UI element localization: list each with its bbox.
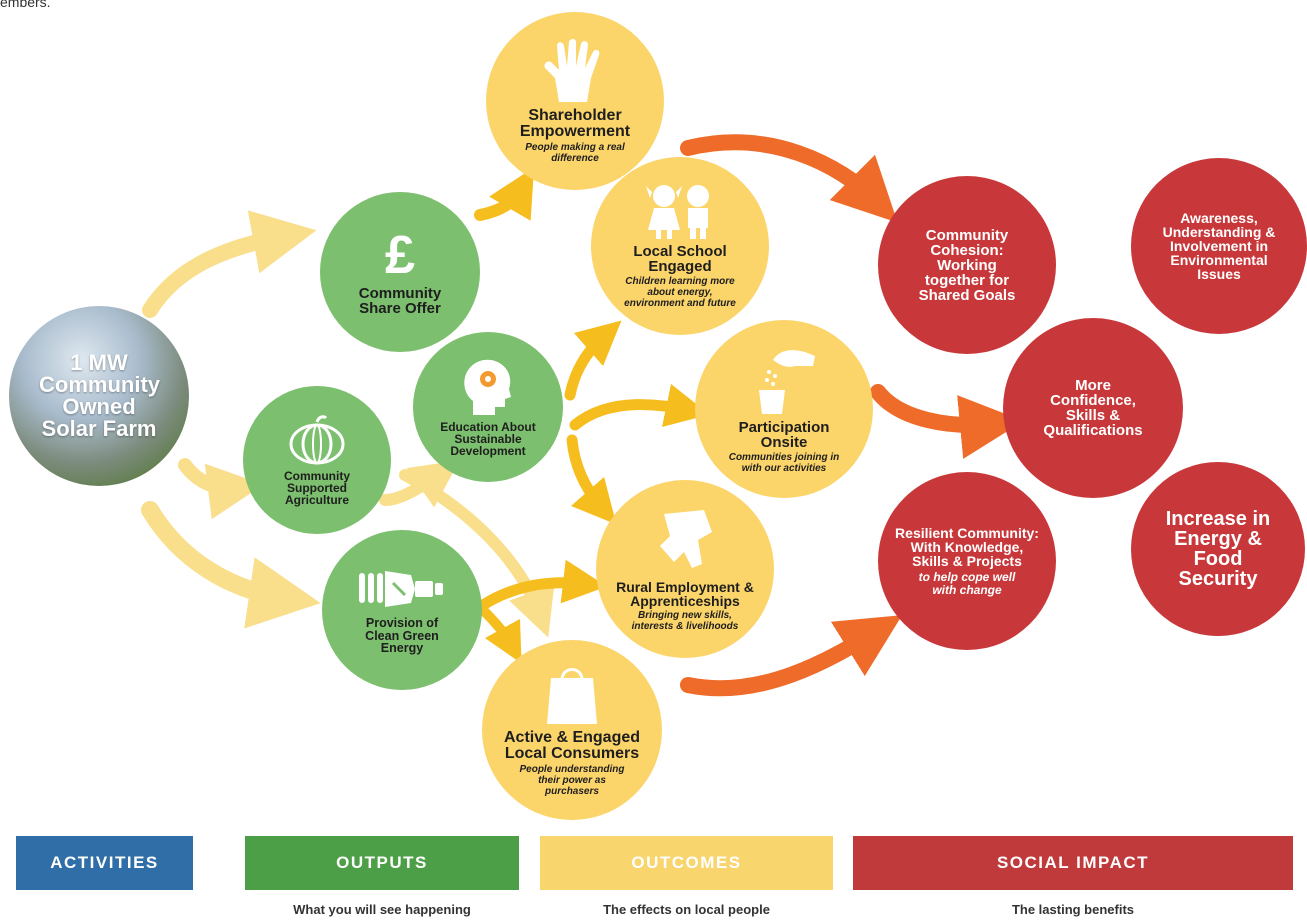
rural-subtitle: Bringing new skills, interests & livelih… <box>631 609 739 632</box>
confidence-label: More Confidence, Skills & Qualifications <box>1043 377 1143 439</box>
children-icon <box>646 185 709 240</box>
school-subtitle: Children learning more about energy, env… <box>624 276 736 309</box>
arrow-to-resilient <box>680 615 903 697</box>
arrow-green-energy-to-consumers <box>480 607 522 664</box>
impact-caption: The lasting benefits <box>1011 902 1135 917</box>
rural-title: Rural Employment & Apprenticeships <box>616 578 754 609</box>
cohesion-node: Community Cohesion: Working together for… <box>878 176 1056 354</box>
resilient-subtitle: to help cope well with change <box>918 569 1016 597</box>
participation-title: Participation Onsite <box>738 418 830 451</box>
arrow-solar-to-csa <box>178 458 264 520</box>
consumers-node: Active & Engaged Local Consumers People … <box>482 640 662 820</box>
pumpkin-icon <box>289 415 345 465</box>
legend-activities: ACTIVITIES <box>16 836 193 890</box>
shareholder-subtitle: People making a real difference <box>525 141 625 164</box>
shopping-bag-icon <box>547 668 597 725</box>
arrow-solar-to-share-offer <box>142 210 317 318</box>
legend-outputs: OUTPUTS <box>245 836 519 890</box>
rural-node: Rural Employment & Apprenticeships Bring… <box>596 480 774 658</box>
green-energy-label: Provision of Clean Green Energy <box>365 616 439 656</box>
work-glove-icon <box>660 509 712 568</box>
confidence-node: More Confidence, Skills & Qualifications <box>1003 318 1183 498</box>
pound-icon: £ <box>384 225 416 285</box>
light-bulb-icon <box>359 571 443 608</box>
csa-node: Community Supported Agriculture <box>243 386 391 534</box>
head-gear-icon <box>464 359 511 415</box>
outputs-caption: What you will see happening <box>293 902 471 917</box>
security-node: Increase in Energy & Food Security <box>1131 462 1305 636</box>
share-offer-label: Community Share Offer <box>358 285 442 317</box>
security-label: Increase in Energy & Food Security <box>1165 508 1271 590</box>
solar-farm-node: 1 MW Community Owned Solar Farm <box>9 306 189 486</box>
hand-icon <box>544 38 600 102</box>
arrow-to-confidence <box>870 384 1024 459</box>
shareholder-node: Shareholder Empowerment People making a … <box>486 12 664 190</box>
solar-farm-label: 1 MW Community Owned Solar Farm <box>39 350 160 441</box>
cohesion-label: Community Cohesion: Working together for… <box>918 226 1016 304</box>
arrow-education-to-rural <box>566 434 617 525</box>
arrow-share-offer-to-shareholder <box>474 167 535 221</box>
legend-impact: SOCIAL IMPACT <box>853 836 1293 890</box>
school-title: Local School Engaged <box>633 243 727 276</box>
awareness-label: Awareness, Understanding & Involvement i… <box>1162 210 1276 282</box>
resilient-title: Resilient Community: With Knowledge, Ski… <box>895 524 1039 569</box>
education-node: Education About Sustainable Development <box>413 332 563 482</box>
outcomes-caption: The effects on local people <box>603 902 770 917</box>
green-energy-node: Provision of Clean Green Energy <box>322 530 482 690</box>
awareness-node: Awareness, Understanding & Involvement i… <box>1131 158 1307 334</box>
arrow-csa-to-education <box>379 460 460 508</box>
arrow-green-energy-to-rural <box>477 559 607 611</box>
education-label: Education About Sustainable Development <box>440 420 536 458</box>
arrow-csa-to-consumers <box>399 469 555 638</box>
arrow-education-to-participation <box>569 383 710 431</box>
arrow-education-to-school <box>564 320 622 401</box>
school-node: Local School Engaged Children learning m… <box>591 157 769 335</box>
csa-label: Community Supported Agriculture <box>284 469 350 507</box>
share-offer-node: £ Community Share Offer <box>320 192 480 352</box>
consumers-title: Active & Engaged Local Consumers <box>503 729 641 763</box>
arrow-to-cohesion <box>680 134 898 223</box>
arrow-solar-to-green-energy <box>141 501 321 629</box>
shareholder-title: Shareholder Empowerment <box>519 106 631 140</box>
participation-node: Participation Onsite Communities joining… <box>695 320 873 498</box>
planting-hand-icon <box>759 349 815 414</box>
consumers-subtitle: People understanding their power as purc… <box>519 764 625 797</box>
top-cropped-text: embers. <box>0 0 51 10</box>
participation-subtitle: Communities joining in with our activiti… <box>728 451 840 474</box>
resilient-node: Resilient Community: With Knowledge, Ski… <box>878 472 1056 650</box>
legend-outcomes: OUTCOMES <box>540 836 833 890</box>
